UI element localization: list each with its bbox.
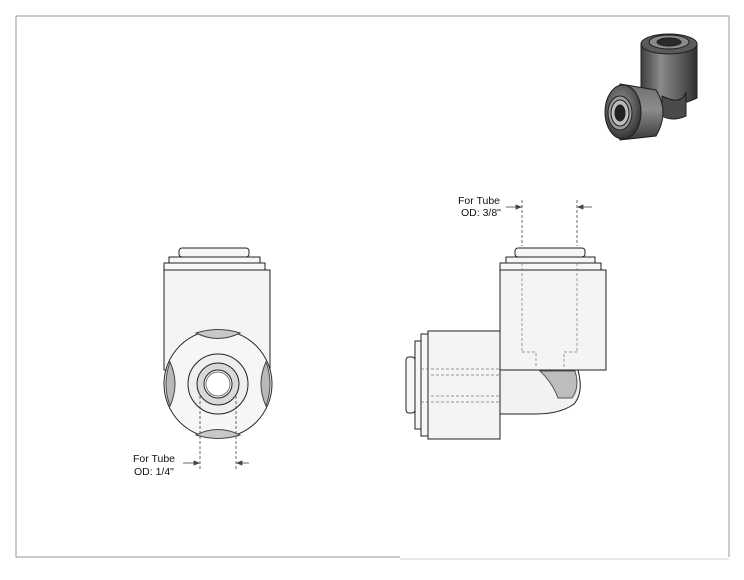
side-h-collet-lip xyxy=(405,356,416,414)
side-elbow-shade xyxy=(538,370,578,399)
side-hidden-lines xyxy=(421,263,578,403)
side-dimension xyxy=(506,200,592,246)
front-flat-right xyxy=(260,360,271,408)
side-view xyxy=(405,247,607,440)
side-horizontal-body xyxy=(427,330,501,440)
front-port-bore xyxy=(203,369,233,399)
callout-3-8-line1: For Tube xyxy=(458,195,501,207)
sheet-border xyxy=(15,15,730,560)
front-view xyxy=(163,247,273,439)
front-collet-ring xyxy=(168,256,261,264)
callout-3-8-line2: OD: 3/8" xyxy=(461,207,501,219)
front-collet-lip xyxy=(178,247,250,258)
iso-vertical-bore xyxy=(656,37,682,47)
side-h-collet-ring xyxy=(414,340,422,430)
iso-horizontal-bore xyxy=(614,104,626,122)
front-flat-bottom xyxy=(194,429,242,439)
front-dimension xyxy=(183,396,249,469)
side-collet-lip xyxy=(514,247,586,258)
side-collet-ring xyxy=(505,256,596,264)
callout-1-4-line2: OD: 1/4" xyxy=(134,466,174,478)
isometric-view xyxy=(604,33,698,141)
side-collar xyxy=(499,262,602,271)
side-vertical-body xyxy=(499,269,607,371)
front-port-inner xyxy=(205,371,231,397)
front-collar xyxy=(163,262,266,271)
callout-1-4-line1: For Tube xyxy=(133,453,176,465)
side-h-collar xyxy=(420,333,429,437)
front-flat-top xyxy=(194,329,242,339)
front-flat-left xyxy=(165,360,176,408)
iso-elbow xyxy=(661,91,687,120)
